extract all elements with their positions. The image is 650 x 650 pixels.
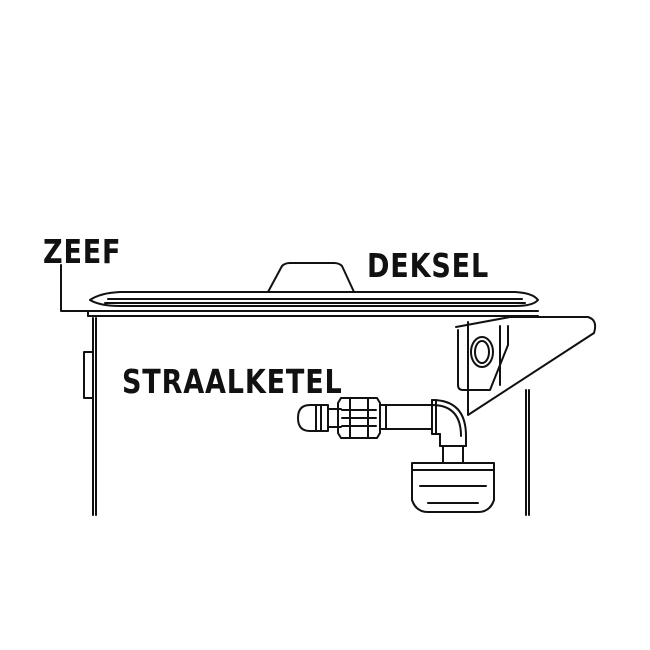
pipe-assembly <box>297 397 495 513</box>
label-zeef: ZEEF <box>43 232 122 271</box>
sieve-rim <box>87 310 539 317</box>
lid <box>89 262 539 307</box>
mounting-bracket <box>455 316 597 416</box>
kettle-body <box>83 317 530 516</box>
zeef-pointer-line <box>60 264 91 312</box>
label-straalketel: STRAALKETEL <box>122 362 343 401</box>
label-deksel: DEKSEL <box>367 246 490 285</box>
